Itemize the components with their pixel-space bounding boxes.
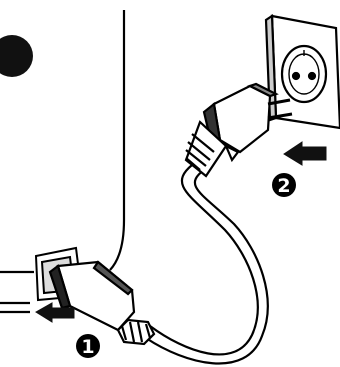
- insert-arrow-icon-2: [284, 142, 326, 165]
- wall-socket-icon: [266, 16, 340, 128]
- step2-number: 2: [277, 175, 290, 197]
- power-cord: [146, 165, 268, 364]
- power-cord-connector-icon: [50, 262, 154, 344]
- corner-marker: [0, 35, 33, 77]
- step2-badge: 2: [272, 173, 296, 197]
- step1-badge: 1: [76, 334, 100, 358]
- step1-number: 1: [81, 336, 94, 358]
